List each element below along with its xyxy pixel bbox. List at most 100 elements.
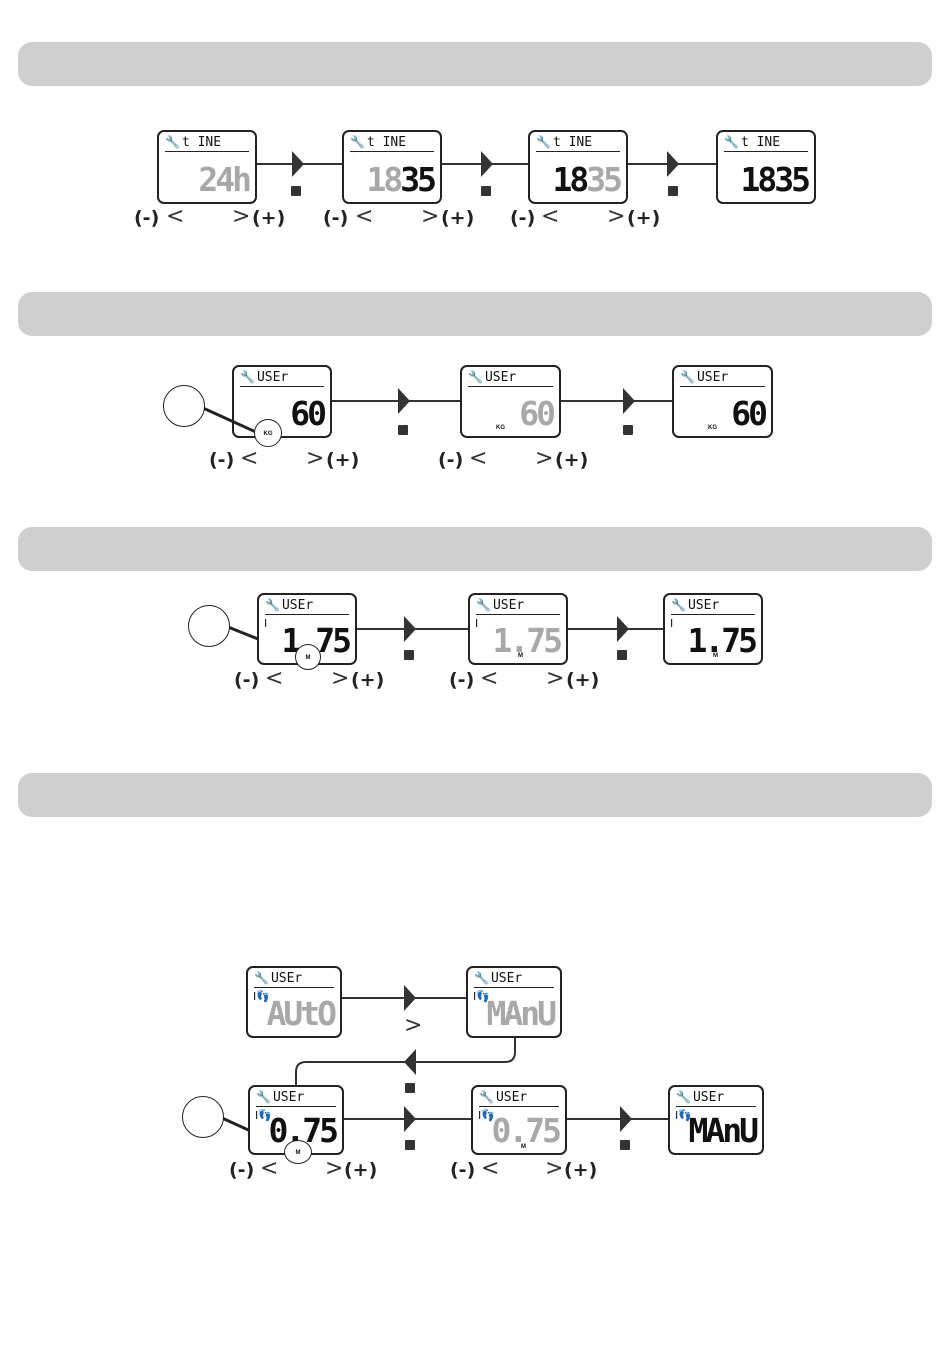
left-chevron-icon[interactable]: <: [541, 204, 560, 229]
plus-button[interactable]: (+): [566, 669, 600, 691]
lcd-header: 🔧USEr: [479, 1089, 559, 1107]
lcd-stride-length: 🔧USEr Ι👣 0.75: [248, 1085, 344, 1155]
lcd-value: 1.75: [687, 621, 759, 660]
unit-m-zoom: M: [295, 644, 321, 670]
lcd-value: MAnU: [487, 996, 558, 1032]
ok-button-icon[interactable]: [404, 650, 414, 660]
minus-button[interactable]: (-): [510, 207, 536, 229]
lcd-time-hours: 🔧t INE 1835: [342, 130, 442, 204]
footstep-icon: Ι👣: [473, 990, 490, 1003]
lcd-header-label: USEr: [692, 1090, 725, 1105]
flow-arrow-icon: [667, 151, 679, 177]
lcd-header-label: USEr: [281, 598, 314, 613]
lcd-height-set: 🔧USEr Ι M 1.75: [663, 593, 763, 665]
lcd-header: 🔧USEr: [476, 597, 560, 615]
footstep-icon: Ι👣: [675, 1109, 692, 1122]
left-chevron-icon[interactable]: <: [260, 1156, 279, 1181]
unit-m: M: [713, 653, 718, 659]
right-chevron-icon[interactable]: >: [546, 666, 565, 691]
minus-button[interactable]: (-): [134, 207, 160, 229]
lcd-stride-auto: 🔧USEr Ι👣 AUtO: [246, 966, 342, 1038]
right-chevron-icon[interactable]: >: [535, 446, 554, 471]
lcd-header-label: t INE: [366, 135, 407, 150]
lcd-value: 60: [290, 394, 327, 433]
plus-button[interactable]: (+): [627, 207, 661, 229]
left-chevron-icon[interactable]: <: [166, 204, 185, 229]
callout-marker: [163, 385, 205, 427]
left-chevron-icon[interactable]: <: [355, 204, 374, 229]
plus-button[interactable]: (+): [351, 669, 385, 691]
lcd-header-label: USEr: [272, 1090, 305, 1105]
ok-button-icon[interactable]: [398, 425, 408, 435]
lcd-stride-value: 🔧USEr Ι👣 M 0.75: [471, 1085, 567, 1155]
lcd-height-value: 🔧USEr Ι M 1.75: [468, 593, 568, 665]
lcd-header-label: USEr: [687, 598, 720, 613]
right-chevron-icon[interactable]: >: [306, 446, 325, 471]
unit-kg: KG: [496, 425, 505, 431]
unit-m-zoom: M: [284, 1140, 312, 1164]
ok-button-icon[interactable]: [668, 186, 678, 196]
unit-kg: KG: [708, 425, 717, 431]
callout-marker: [188, 605, 230, 647]
ok-button-icon[interactable]: [617, 650, 627, 660]
wrench-icon: 🔧: [254, 971, 269, 985]
plus-button[interactable]: (+): [564, 1159, 598, 1181]
lcd-weight-unit: 🔧USEr 60: [232, 365, 332, 438]
lcd-header: 🔧USEr: [468, 369, 553, 387]
lcd-value: MAnU: [689, 1113, 760, 1149]
lcd-digits-dim: 35: [586, 160, 623, 199]
plus-button[interactable]: (+): [555, 449, 589, 471]
right-chevron-icon[interactable]: >: [421, 204, 440, 229]
footstep-icon: Ι👣: [478, 1109, 495, 1122]
lcd-value: 60: [519, 396, 556, 432]
lcd-header-label: t INE: [740, 135, 781, 150]
ok-button-icon[interactable]: [405, 1140, 415, 1150]
flow-connector: [567, 1118, 668, 1120]
right-chevron-icon[interactable]: >: [232, 204, 251, 229]
plus-button[interactable]: (+): [441, 207, 475, 229]
ok-button-icon[interactable]: [291, 186, 301, 196]
lcd-header: 🔧USEr: [256, 1089, 336, 1107]
ok-button-icon[interactable]: [481, 186, 491, 196]
right-chevron-icon[interactable]: >: [545, 1156, 564, 1181]
left-chevron-icon[interactable]: <: [480, 666, 499, 691]
footstep-icon: Ι👣: [255, 1109, 272, 1122]
minus-button[interactable]: (-): [323, 207, 349, 229]
minus-button[interactable]: (-): [229, 1159, 255, 1181]
left-chevron-icon[interactable]: <: [240, 446, 259, 471]
lcd-header: 🔧t INE: [724, 134, 808, 152]
lcd-header: 🔧USEr: [671, 597, 755, 615]
lcd-value: 1835: [367, 160, 437, 199]
wrench-icon: 🔧: [676, 1090, 691, 1104]
lcd-digits: 60: [290, 394, 327, 433]
flow-arrow-icon: [404, 1106, 416, 1132]
lcd-header: 🔧USEr: [265, 597, 349, 615]
flow-connector: [332, 400, 460, 402]
right-chevron-icon[interactable]: >: [331, 666, 350, 691]
lcd-weight-value: 🔧USEr KG 60: [460, 365, 561, 438]
plus-button[interactable]: (+): [252, 207, 286, 229]
left-chevron-icon[interactable]: <: [265, 666, 284, 691]
ok-button-icon[interactable]: [620, 1140, 630, 1150]
lcd-digits-dim: AUtO: [266, 994, 338, 1033]
ok-button-icon[interactable]: [405, 1083, 415, 1093]
left-chevron-icon[interactable]: <: [469, 446, 488, 471]
ok-button-icon[interactable]: [623, 425, 633, 435]
height-icon: Ι: [475, 617, 479, 630]
wrench-icon: 🔧: [165, 135, 180, 149]
plus-button[interactable]: (+): [344, 1159, 378, 1181]
left-chevron-icon[interactable]: <: [481, 1156, 500, 1181]
plus-button[interactable]: (+): [326, 449, 360, 471]
lcd-header: 🔧USEr: [474, 970, 554, 988]
lcd-header: 🔧t INE: [536, 134, 620, 152]
right-chevron-icon[interactable]: >: [607, 204, 626, 229]
minus-button[interactable]: (-): [209, 449, 235, 471]
minus-button[interactable]: (-): [438, 449, 464, 471]
right-chevron-icon[interactable]: >: [325, 1156, 344, 1181]
minus-button[interactable]: (-): [234, 669, 260, 691]
lcd-digits: 1.75: [687, 621, 759, 660]
lcd-digits: 35: [400, 160, 437, 199]
right-chevron-icon[interactable]: >: [404, 1013, 423, 1038]
minus-button[interactable]: (-): [450, 1159, 476, 1181]
minus-button[interactable]: (-): [449, 669, 475, 691]
